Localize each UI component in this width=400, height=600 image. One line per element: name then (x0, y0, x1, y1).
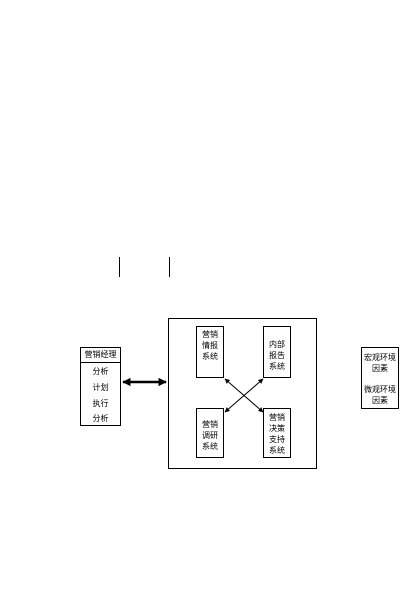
intelligence-line-3: 系统 (202, 352, 218, 361)
research-line-2: 调研 (202, 431, 218, 440)
cross-arrow-reports-research (224, 378, 264, 413)
macro-env-line-1: 宏观环境 (364, 353, 396, 362)
divider-line-right (169, 257, 170, 277)
decision-support-line-2: 决策 (269, 424, 285, 433)
internal-reports-line-3: 系统 (269, 362, 285, 371)
intelligence-line-1: 营销 (202, 330, 218, 339)
decision-support-line-4: 系统 (269, 446, 285, 455)
research-system-box: 营销 调研 系统 (196, 408, 224, 458)
research-line-1: 营销 (202, 420, 218, 429)
decision-support-line-3: 支持 (269, 435, 285, 444)
manager-title: 营销经理 (81, 348, 120, 363)
intelligence-system-box: 营销 情报 系统 (196, 326, 224, 378)
micro-env-line-2: 因素 (372, 396, 388, 405)
internal-reports-line-2: 报告 (269, 351, 285, 360)
manager-item-execution: 执行 (92, 399, 109, 408)
manager-item-analysis-2: 分析 (92, 414, 109, 423)
intelligence-line-2: 情报 (202, 341, 218, 350)
decision-support-line-1: 营销 (269, 413, 285, 422)
environment-box: 宏观环境 因素 微观环境 因素 (361, 347, 399, 409)
macro-env-line-2: 因素 (372, 364, 388, 373)
divider-line-left (119, 257, 120, 277)
manager-item-analysis: 分析 (92, 367, 109, 376)
manager-item-planning: 计划 (92, 383, 109, 392)
manager-box: 营销经理 分析 计划 执行 分析 (80, 347, 121, 426)
internal-reports-box: 内部 报告 系统 (263, 326, 291, 378)
micro-env-line-1: 微观环境 (364, 385, 396, 394)
research-line-3: 系统 (202, 442, 218, 451)
internal-reports-line-1: 内部 (269, 340, 285, 349)
decision-support-box: 营销 决策 支持 系统 (263, 408, 291, 458)
